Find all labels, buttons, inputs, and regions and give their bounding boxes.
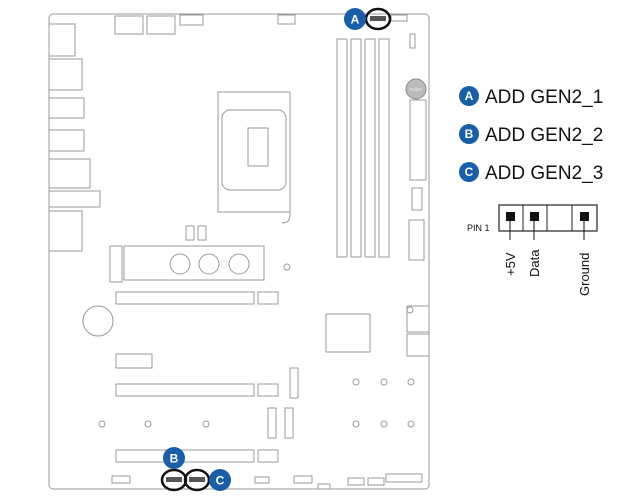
header-add-gen2-2 [160,468,188,492]
m2-vertical-slots [267,305,430,439]
svg-text:C: C [216,474,225,488]
callout-b-badge: B [163,447,185,469]
legend-item-a: A ADD GEN2_1 [459,86,603,108]
svg-text:B: B [170,452,179,466]
screw-holes [98,263,415,428]
svg-text:B: B [465,127,474,141]
dimm-slots [336,38,390,258]
svg-text:START: START [410,87,423,92]
svg-text:A: A [465,89,474,103]
svg-text:A: A [351,13,360,27]
usb-header [408,219,425,261]
legend: A ADD GEN2_1 B ADD GEN2_2 C ADD GEN2_3 [459,86,603,184]
svg-text:Data: Data [527,249,542,277]
atx-power-connector [409,99,427,181]
svg-text:+5V: +5V [503,252,518,276]
legend-item-b: B ADD GEN2_2 [459,124,603,146]
board-outline [48,13,430,490]
sata-connector [411,187,423,211]
svg-text:ADD GEN2_3: ADD GEN2_3 [485,163,603,184]
svg-text:Ground: Ground [577,253,592,296]
legend-item-c: C ADD GEN2_3 [459,162,603,184]
pinout-diagram: PIN 1 +5V Data Ground [467,204,598,296]
m2-slot [109,225,265,283]
callout-a-badge: A [344,8,366,30]
svg-text:PIN 1: PIN 1 [467,223,490,233]
pcie-slots [115,291,279,463]
cmos-battery [82,305,114,337]
chipset [325,313,371,353]
start-button: START [405,78,427,100]
callout-c-badge: C [209,469,231,491]
svg-text:ADD GEN2_1: ADD GEN2_1 [485,87,603,108]
svg-text:C: C [465,165,474,179]
cpu-socket [217,91,291,224]
header-add-gen2-1 [364,7,392,31]
cpu-power-connectors [114,14,296,35]
svg-text:ADD GEN2_2: ADD GEN2_2 [485,125,603,146]
header-add-gen2-3 [183,468,211,492]
rear-io [48,23,101,252]
